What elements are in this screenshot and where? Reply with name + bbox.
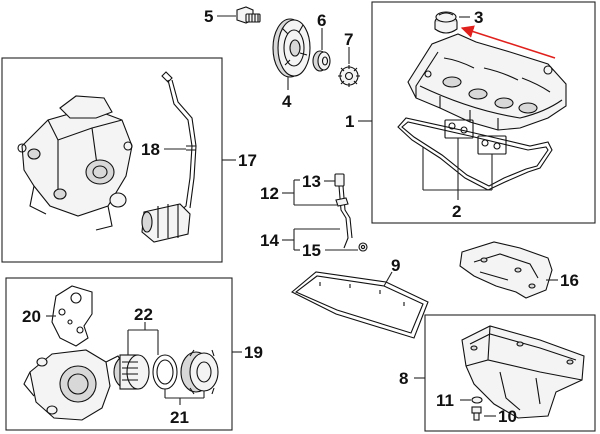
group-box-water-pump	[5, 277, 233, 431]
callout-22: 22	[134, 305, 153, 324]
group-box-valve-cover	[371, 1, 596, 224]
callout-8: 8	[399, 369, 408, 388]
callout-4: 4	[282, 92, 292, 111]
sensor-washer-part	[358, 242, 368, 252]
callout-14: 14	[260, 231, 279, 250]
callout-17: 17	[238, 151, 257, 170]
drain-plug-gasket-part	[471, 396, 483, 404]
crank-sprocket-part	[312, 50, 331, 72]
crankshaft-pulley-part	[272, 18, 311, 78]
callout-6: 6	[317, 11, 326, 30]
callout-19: 19	[244, 343, 263, 362]
valve-cover-gasket-part	[397, 117, 553, 191]
oil-pan-part	[461, 325, 585, 419]
oil-baffle-plate-part	[459, 241, 553, 299]
balance-shaft-assembly-part	[17, 95, 133, 231]
callout-12: 12	[260, 184, 279, 203]
callout-3: 3	[474, 8, 483, 27]
timing-bolt-part	[236, 6, 261, 24]
callout-10: 10	[498, 407, 517, 426]
callout-5: 5	[204, 7, 213, 26]
callout-18: 18	[141, 140, 160, 159]
leader-9	[383, 271, 393, 287]
water-pump-housing-part	[23, 349, 125, 421]
water-pump-gasket-part	[51, 285, 93, 347]
thermostat-gasket-part	[152, 354, 178, 390]
callout-1: 1	[345, 112, 354, 131]
oil-pump-gear-part	[338, 65, 360, 87]
group-box-oil-pan	[424, 314, 596, 432]
highlight-arrow	[460, 25, 556, 59]
drain-plug-part	[471, 406, 482, 421]
callout-21: 21	[170, 408, 189, 427]
valve-cover-part	[407, 33, 567, 131]
callout-15: 15	[302, 241, 321, 260]
oil-pressure-sensor-part	[334, 173, 353, 249]
callout-11: 11	[436, 391, 454, 410]
callout-9: 9	[391, 256, 400, 275]
callout-2: 2	[452, 202, 461, 221]
oil-pan-gasket-part	[291, 271, 429, 339]
callout-7: 7	[344, 30, 353, 49]
oil-filler-cap-part	[434, 11, 458, 34]
thermostat-part	[113, 354, 150, 390]
thermostat-housing-part	[180, 349, 219, 395]
oil-level-gauge-tube-part	[141, 71, 197, 243]
callout-20: 20	[22, 307, 41, 326]
callout-16: 16	[560, 271, 579, 290]
callout-13: 13	[302, 172, 321, 191]
